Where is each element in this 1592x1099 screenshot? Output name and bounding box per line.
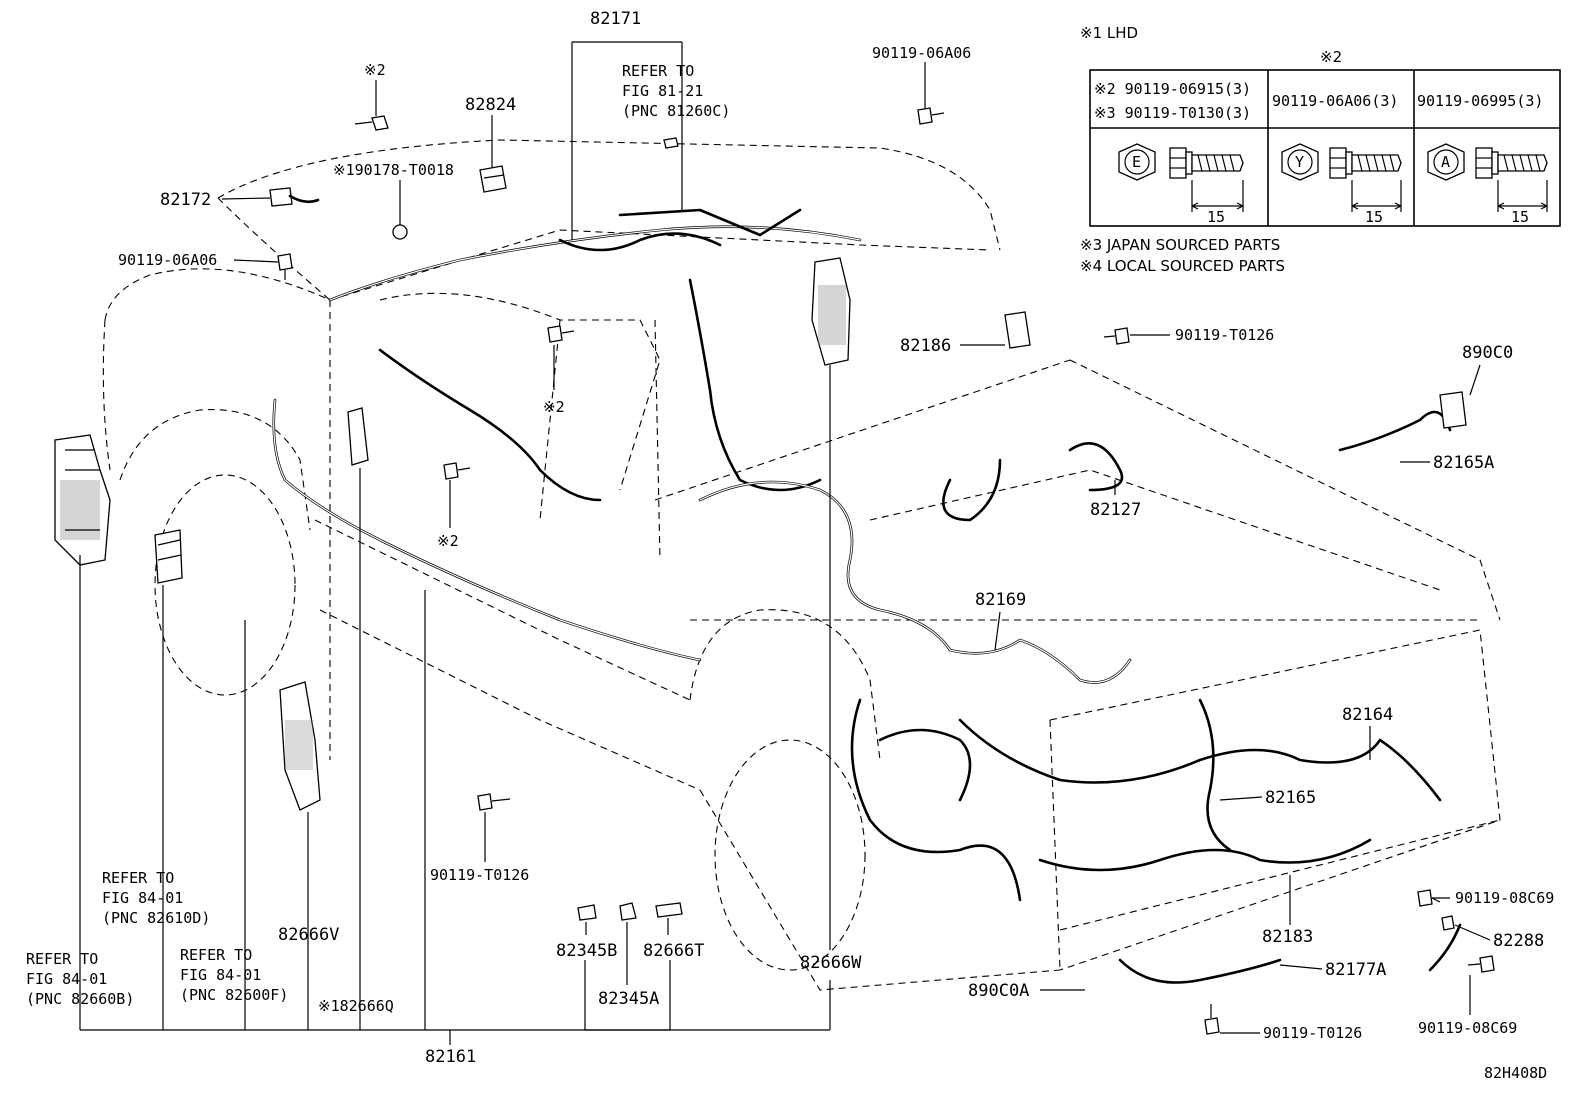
label-82171: 82171: [590, 9, 641, 29]
bolt-drawing-a: A 15: [1427, 143, 1548, 226]
refer-82600f-line1: REFER TO: [180, 946, 252, 964]
refer-82610d-line3: (PNC 82610D): [102, 909, 210, 927]
label-82164: 82164: [1342, 705, 1393, 725]
label-82127: 82127: [1090, 500, 1141, 520]
refer-82610d-line1: REFER TO: [102, 869, 174, 887]
refer-81-21-line3: (PNC 81260C): [622, 102, 730, 120]
refer-82600f-line2: FIG 84-01: [180, 966, 261, 984]
bolts: [277, 107, 1495, 1035]
bolt-icon: [1103, 327, 1130, 345]
label-82165a: 82165A: [1433, 453, 1494, 473]
sensor-890c0: [1439, 391, 1467, 429]
label-mark2-top: ※2: [364, 61, 386, 79]
junction-block-82660b: [54, 434, 111, 566]
clip-82666t: [655, 902, 683, 918]
bolt-icon: [277, 253, 293, 280]
label-82165: 82165: [1265, 788, 1316, 808]
clip-82345b: [577, 904, 597, 921]
note-japan-sourced: ※3 JAPAN SOURCED PARTS: [1080, 236, 1280, 254]
bolt-icon: [443, 462, 471, 480]
bolt-mark-y: Y: [1295, 153, 1304, 171]
label-82345b: 82345B: [556, 941, 617, 961]
label-90119-08c69-a: 90119-08C69: [1455, 889, 1554, 907]
label-82666w: 82666W: [800, 953, 862, 973]
bolt-icon: [1417, 889, 1441, 907]
label-90119-08c69-b: 90119-08C69: [1418, 1019, 1517, 1037]
bolt-dim-y: 15: [1365, 208, 1383, 226]
bolt-table-title: ※2: [1320, 48, 1342, 66]
label-82186: 82186: [900, 336, 951, 356]
label-82824: 82824: [465, 95, 516, 115]
refer-82660b-line3: (PNC 82660B): [26, 990, 134, 1008]
sensor-82288: [1441, 915, 1455, 931]
label-82169: 82169: [975, 590, 1026, 610]
diagram-id: 82H408D: [1484, 1064, 1547, 1082]
bolt-dim-a: 15: [1511, 208, 1529, 226]
label-890c0: 890C0: [1462, 343, 1513, 363]
label-90119-06a06-top: 90119-06A06: [872, 44, 971, 62]
bolt-col3-line1: 90119-06995(3): [1417, 92, 1543, 110]
leader-lines: [79, 41, 1491, 1045]
bracket-82186: [1004, 311, 1031, 349]
label-90119-t0126-right: 90119-T0126: [1175, 326, 1274, 344]
bolt-col1-line2: ※3 90119-T0130(3): [1094, 104, 1251, 122]
note-local-sourced: ※4 LOCAL SOURCED PARTS: [1080, 257, 1285, 275]
label-82345a: 82345A: [598, 989, 659, 1009]
label-90119-t0126-mid: 90119-T0126: [430, 866, 529, 884]
refer-82610d-line2: FIG 84-01: [102, 889, 183, 907]
refer-82660b-line2: FIG 84-01: [26, 970, 107, 988]
bolt-icon: [1204, 1004, 1220, 1035]
ecu-82610d: [154, 529, 183, 584]
bolt-icon: [547, 325, 575, 343]
refer-82600f-line3: (PNC 82600F): [180, 986, 288, 1004]
refer-81-21-line2: FIG 81-21: [622, 82, 703, 100]
bolt-mark-e: E: [1132, 153, 1141, 171]
label-82666q: ※182666Q: [318, 997, 394, 1015]
harness-lines: [272, 208, 1462, 984]
clip-82345a: [619, 902, 637, 921]
bracket-82666q: [347, 407, 369, 466]
bolt-icon: [354, 115, 389, 131]
legend-notes: ※1 LHD ※3 JAPAN SOURCED PARTS ※4 LOCAL S…: [1080, 24, 1285, 275]
bracket-82666w: [811, 257, 851, 366]
grommet-90178-t0018: [392, 224, 408, 240]
bolt-drawing-y: Y 15: [1281, 143, 1402, 226]
relay-82824: [479, 165, 507, 193]
note-lhd: ※1 LHD: [1080, 24, 1138, 42]
label-90178-t0018: ※190178-T0018: [333, 161, 454, 179]
bolt-mark-a: A: [1441, 153, 1450, 171]
bolt-table: ※2 ※2 90119-06915(3) ※3 90119-T0130(3) 9…: [1089, 48, 1561, 227]
grommet-81260c: [663, 137, 679, 149]
components: [54, 137, 1467, 931]
label-mark2-low: ※2: [437, 532, 459, 550]
bolt-icon: [1467, 955, 1495, 973]
label-82666v: 82666V: [278, 925, 339, 945]
part-labels: 82171 REFER TO FIG 81-21 (PNC 81260C) 82…: [26, 9, 1554, 1082]
refer-82660b-line1: REFER TO: [26, 950, 98, 968]
connector-82172: [269, 187, 320, 207]
bolt-dim-e: 15: [1207, 208, 1225, 226]
bracket-82666v: [279, 681, 321, 811]
label-90119-t0126-bottom: 90119-T0126: [1263, 1024, 1362, 1042]
label-82183: 82183: [1262, 927, 1313, 947]
bolt-drawing-e: E 15: [1118, 143, 1244, 226]
refer-81-21-line1: REFER TO: [622, 62, 694, 80]
label-82172: 82172: [160, 190, 211, 210]
bolt-col1-line1: ※2 90119-06915(3): [1094, 80, 1251, 98]
label-890c0a: 890C0A: [968, 981, 1029, 1001]
label-82288: 82288: [1493, 931, 1544, 951]
bolt-col2-line1: 90119-06A06(3): [1272, 92, 1398, 110]
label-82666t: 82666T: [643, 941, 704, 961]
label-90119-06a06-left: 90119-06A06: [118, 251, 217, 269]
bolt-icon: [477, 793, 511, 811]
bolt-icon: [917, 107, 945, 125]
label-82161: 82161: [425, 1047, 476, 1067]
label-mark2-mid: ※2: [543, 398, 565, 416]
label-82177a: 82177A: [1325, 960, 1386, 980]
